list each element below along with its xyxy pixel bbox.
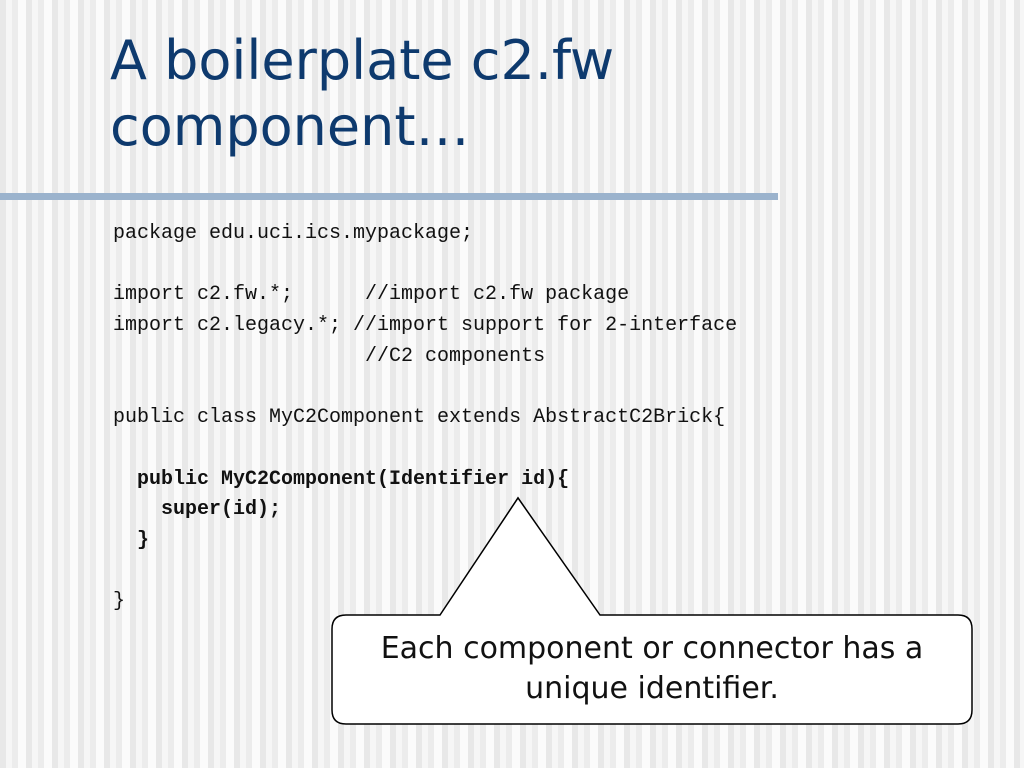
code-line-highlighted: }: [113, 528, 150, 552]
title-line-2: component…: [110, 95, 470, 158]
code-line-highlighted: public MyC2Component(Identifier id){: [113, 467, 570, 491]
code-line-highlighted: super(id);: [113, 498, 282, 522]
code-line: [113, 250, 737, 281]
code-line: [113, 372, 737, 403]
callout-box: Each component or connector has a unique…: [332, 614, 972, 724]
code-line: import c2.fw.*; //import c2.fw package: [113, 283, 630, 307]
title-divider: [0, 193, 778, 200]
code-line: package edu.uci.ics.mypackage;: [113, 222, 474, 245]
code-block: package edu.uci.ics.mypackage; import c2…: [113, 219, 737, 618]
callout-pointer: [438, 496, 602, 618]
code-line: import c2.legacy.*; //import support for…: [113, 314, 738, 338]
callout-text: Each component or connector has a unique…: [380, 631, 924, 706]
code-line: [113, 434, 737, 465]
code-line: //C2 components: [113, 344, 546, 368]
code-line: }: [113, 590, 126, 614]
code-line: public class MyC2Component extends Abstr…: [113, 406, 726, 430]
slide-title: A boilerplate c2.fw component…: [110, 28, 810, 160]
code-line: [113, 557, 737, 588]
title-line-1: A boilerplate c2.fw: [110, 29, 615, 92]
